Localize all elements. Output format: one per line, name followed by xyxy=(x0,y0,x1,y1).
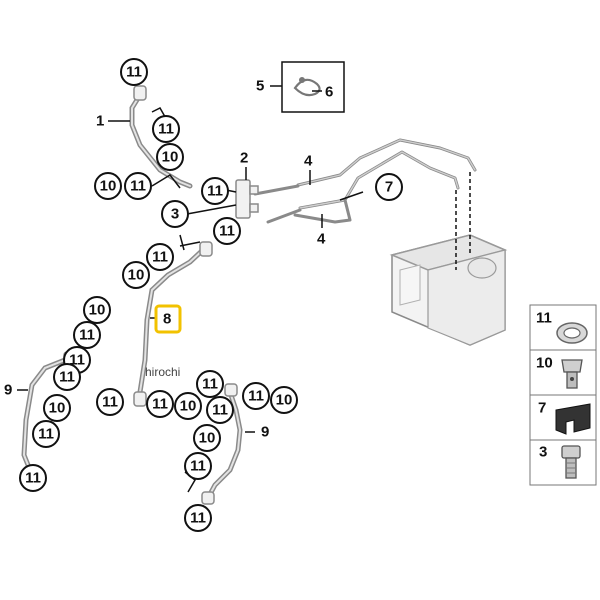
callout-10: 10 xyxy=(122,261,150,289)
label-6: 6 xyxy=(325,84,333,101)
label-4-bottom: 4 xyxy=(317,231,326,248)
callout-number: 11 xyxy=(102,394,118,411)
callout-number: 10 xyxy=(49,400,66,417)
callout-10: 10 xyxy=(174,392,202,420)
callout-11: 11 xyxy=(32,420,60,448)
callout-number: 11 xyxy=(79,327,95,344)
callout-number: 11 xyxy=(69,352,85,369)
leader-lines xyxy=(17,85,364,493)
callout-11: 11 xyxy=(206,396,234,424)
legend-number: 7 xyxy=(538,400,546,417)
label-8: 8 xyxy=(163,311,171,328)
callout-number: 11 xyxy=(207,183,223,200)
callout-number: 11 xyxy=(130,178,146,195)
callout-11: 11 xyxy=(19,464,47,492)
callout-number: 10 xyxy=(128,267,145,284)
callout-number: 11 xyxy=(59,369,75,386)
callout-number: 11 xyxy=(152,396,168,413)
callout-number: 10 xyxy=(162,149,179,166)
distributor-2 xyxy=(235,179,259,219)
callout-11: 11 xyxy=(201,177,229,205)
callout-number: 10 xyxy=(276,392,293,409)
callout-11: 11 xyxy=(120,58,148,86)
callout-11: 11 xyxy=(146,390,174,418)
callout-number: 11 xyxy=(219,223,235,240)
watermark-text: hirochi xyxy=(145,365,180,379)
socket-head-screw-icon xyxy=(561,445,581,479)
legend-item-11: 11 xyxy=(536,310,588,344)
brake-pipe-4 xyxy=(253,184,302,224)
callout-10: 10 xyxy=(156,143,184,171)
callout-11: 11 xyxy=(184,452,212,480)
callout-number: 11 xyxy=(202,376,218,393)
callout-number: 11 xyxy=(38,426,54,443)
callout-number: 7 xyxy=(385,179,393,196)
label-2: 2 xyxy=(240,150,248,167)
callout-number: 10 xyxy=(199,430,216,447)
legend-item-3: 3 xyxy=(539,444,581,479)
parts-legend: 11 10 7 3 xyxy=(529,304,597,486)
label-5: 5 xyxy=(256,78,264,95)
sealing-ring-icon xyxy=(556,322,588,344)
callout-11: 11 xyxy=(146,243,174,271)
callout-number: 11 xyxy=(212,402,228,419)
callout-11: 11 xyxy=(96,388,124,416)
callout-10: 10 xyxy=(270,386,298,414)
callout-11: 11 xyxy=(152,115,180,143)
callout-3: 3 xyxy=(161,200,189,228)
callout-number: 11 xyxy=(152,249,168,266)
callout-10: 10 xyxy=(94,172,122,200)
label-8-highlight: 8 xyxy=(154,304,182,334)
legend-item-10: 10 xyxy=(536,355,583,389)
legend-number: 11 xyxy=(536,310,552,327)
callout-number: 11 xyxy=(158,121,174,138)
callout-number: 11 xyxy=(126,64,142,81)
legend-number: 3 xyxy=(539,444,547,461)
label-9-right: 9 xyxy=(261,424,269,441)
abs-unit xyxy=(389,234,508,346)
callout-11: 11 xyxy=(213,217,241,245)
callout-11: 11 xyxy=(242,382,270,410)
brake-hose-9-right xyxy=(201,383,243,505)
callout-11: 11 xyxy=(184,504,212,532)
callout-11: 11 xyxy=(124,172,152,200)
legend-item-7: 7 xyxy=(538,400,591,435)
callout-11: 11 xyxy=(53,363,81,391)
callout-10: 10 xyxy=(193,424,221,452)
callout-number: 11 xyxy=(190,510,206,527)
callout-11: 11 xyxy=(196,370,224,398)
callout-number: 11 xyxy=(25,470,41,487)
callout-10: 10 xyxy=(83,296,111,324)
callout-11: 11 xyxy=(73,321,101,349)
callout-number: 10 xyxy=(89,302,106,319)
banjo-bolt-icon xyxy=(561,359,583,389)
callout-number: 3 xyxy=(171,206,179,223)
label-1: 1 xyxy=(96,113,104,130)
legend-number: 10 xyxy=(536,355,553,372)
brake-hose-1 xyxy=(129,85,193,189)
label-4-top: 4 xyxy=(304,153,313,170)
callout-number: 11 xyxy=(190,458,206,475)
brake-hose-8 xyxy=(133,241,213,407)
callout-7: 7 xyxy=(375,173,403,201)
brake-pipe-7 xyxy=(293,138,477,224)
callout-number: 11 xyxy=(248,388,264,405)
clip-box-5-6 xyxy=(281,61,345,113)
callout-10: 10 xyxy=(43,394,71,422)
label-9-left: 9 xyxy=(4,382,12,399)
callout-number: 10 xyxy=(100,178,117,195)
bracket-clip-icon xyxy=(555,403,591,435)
callout-number: 10 xyxy=(180,398,197,415)
